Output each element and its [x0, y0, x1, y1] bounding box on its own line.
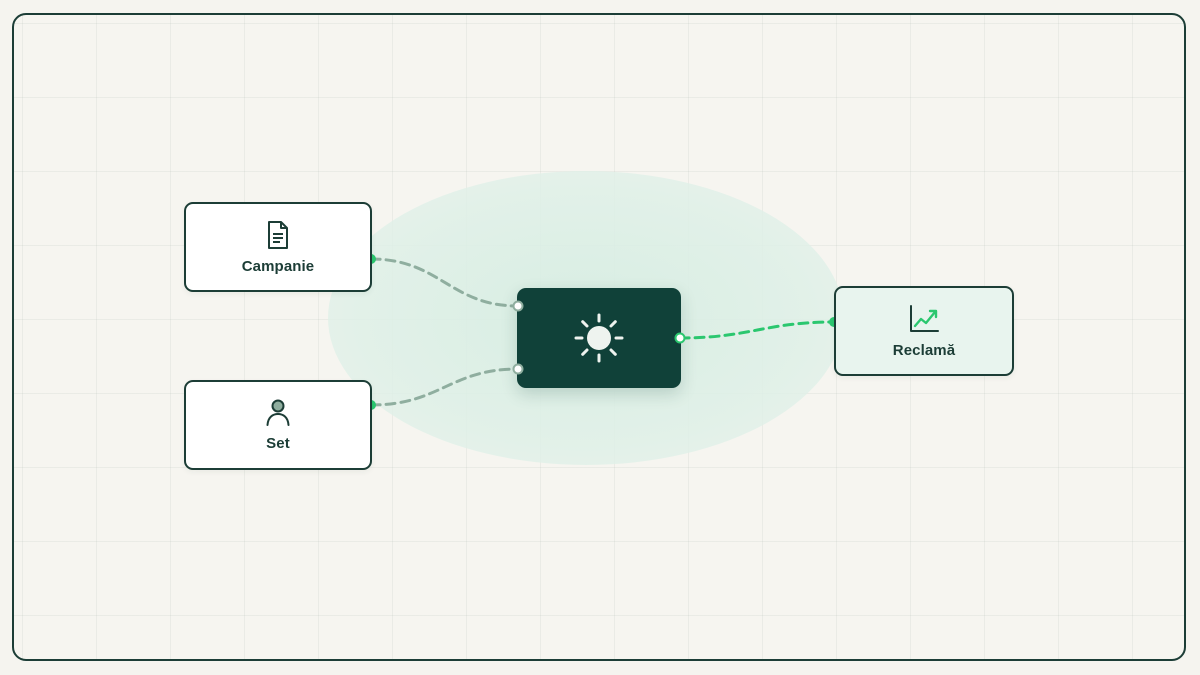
document-icon [266, 220, 290, 250]
trend-chart-icon [908, 304, 940, 334]
node-reclama-label: Reclamă [892, 341, 956, 359]
node-set[interactable]: Set [184, 380, 372, 470]
node-reclama[interactable]: Reclamă [834, 286, 1014, 376]
node-hub[interactable] [517, 288, 681, 388]
user-icon [265, 399, 291, 427]
node-campanie-label: Campanie [241, 257, 315, 275]
sun-icon [573, 312, 625, 364]
node-campanie[interactable]: Campanie [184, 202, 372, 292]
node-set-label: Set [266, 434, 290, 452]
